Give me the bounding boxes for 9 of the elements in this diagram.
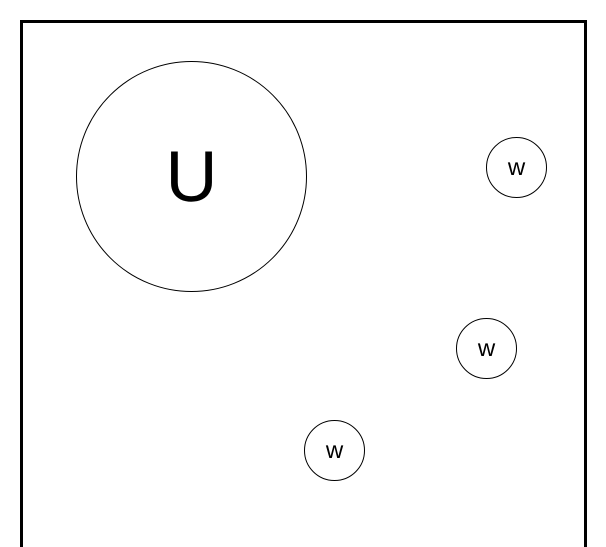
small-circle	[304, 420, 365, 481]
node-label: w	[478, 336, 496, 360]
node-label: U	[166, 140, 218, 212]
node-label: w	[508, 156, 526, 180]
large-circle	[76, 61, 307, 292]
frame-box	[20, 20, 587, 547]
small-circle	[486, 137, 547, 198]
node-label: w	[326, 438, 344, 462]
small-circle	[456, 318, 517, 379]
